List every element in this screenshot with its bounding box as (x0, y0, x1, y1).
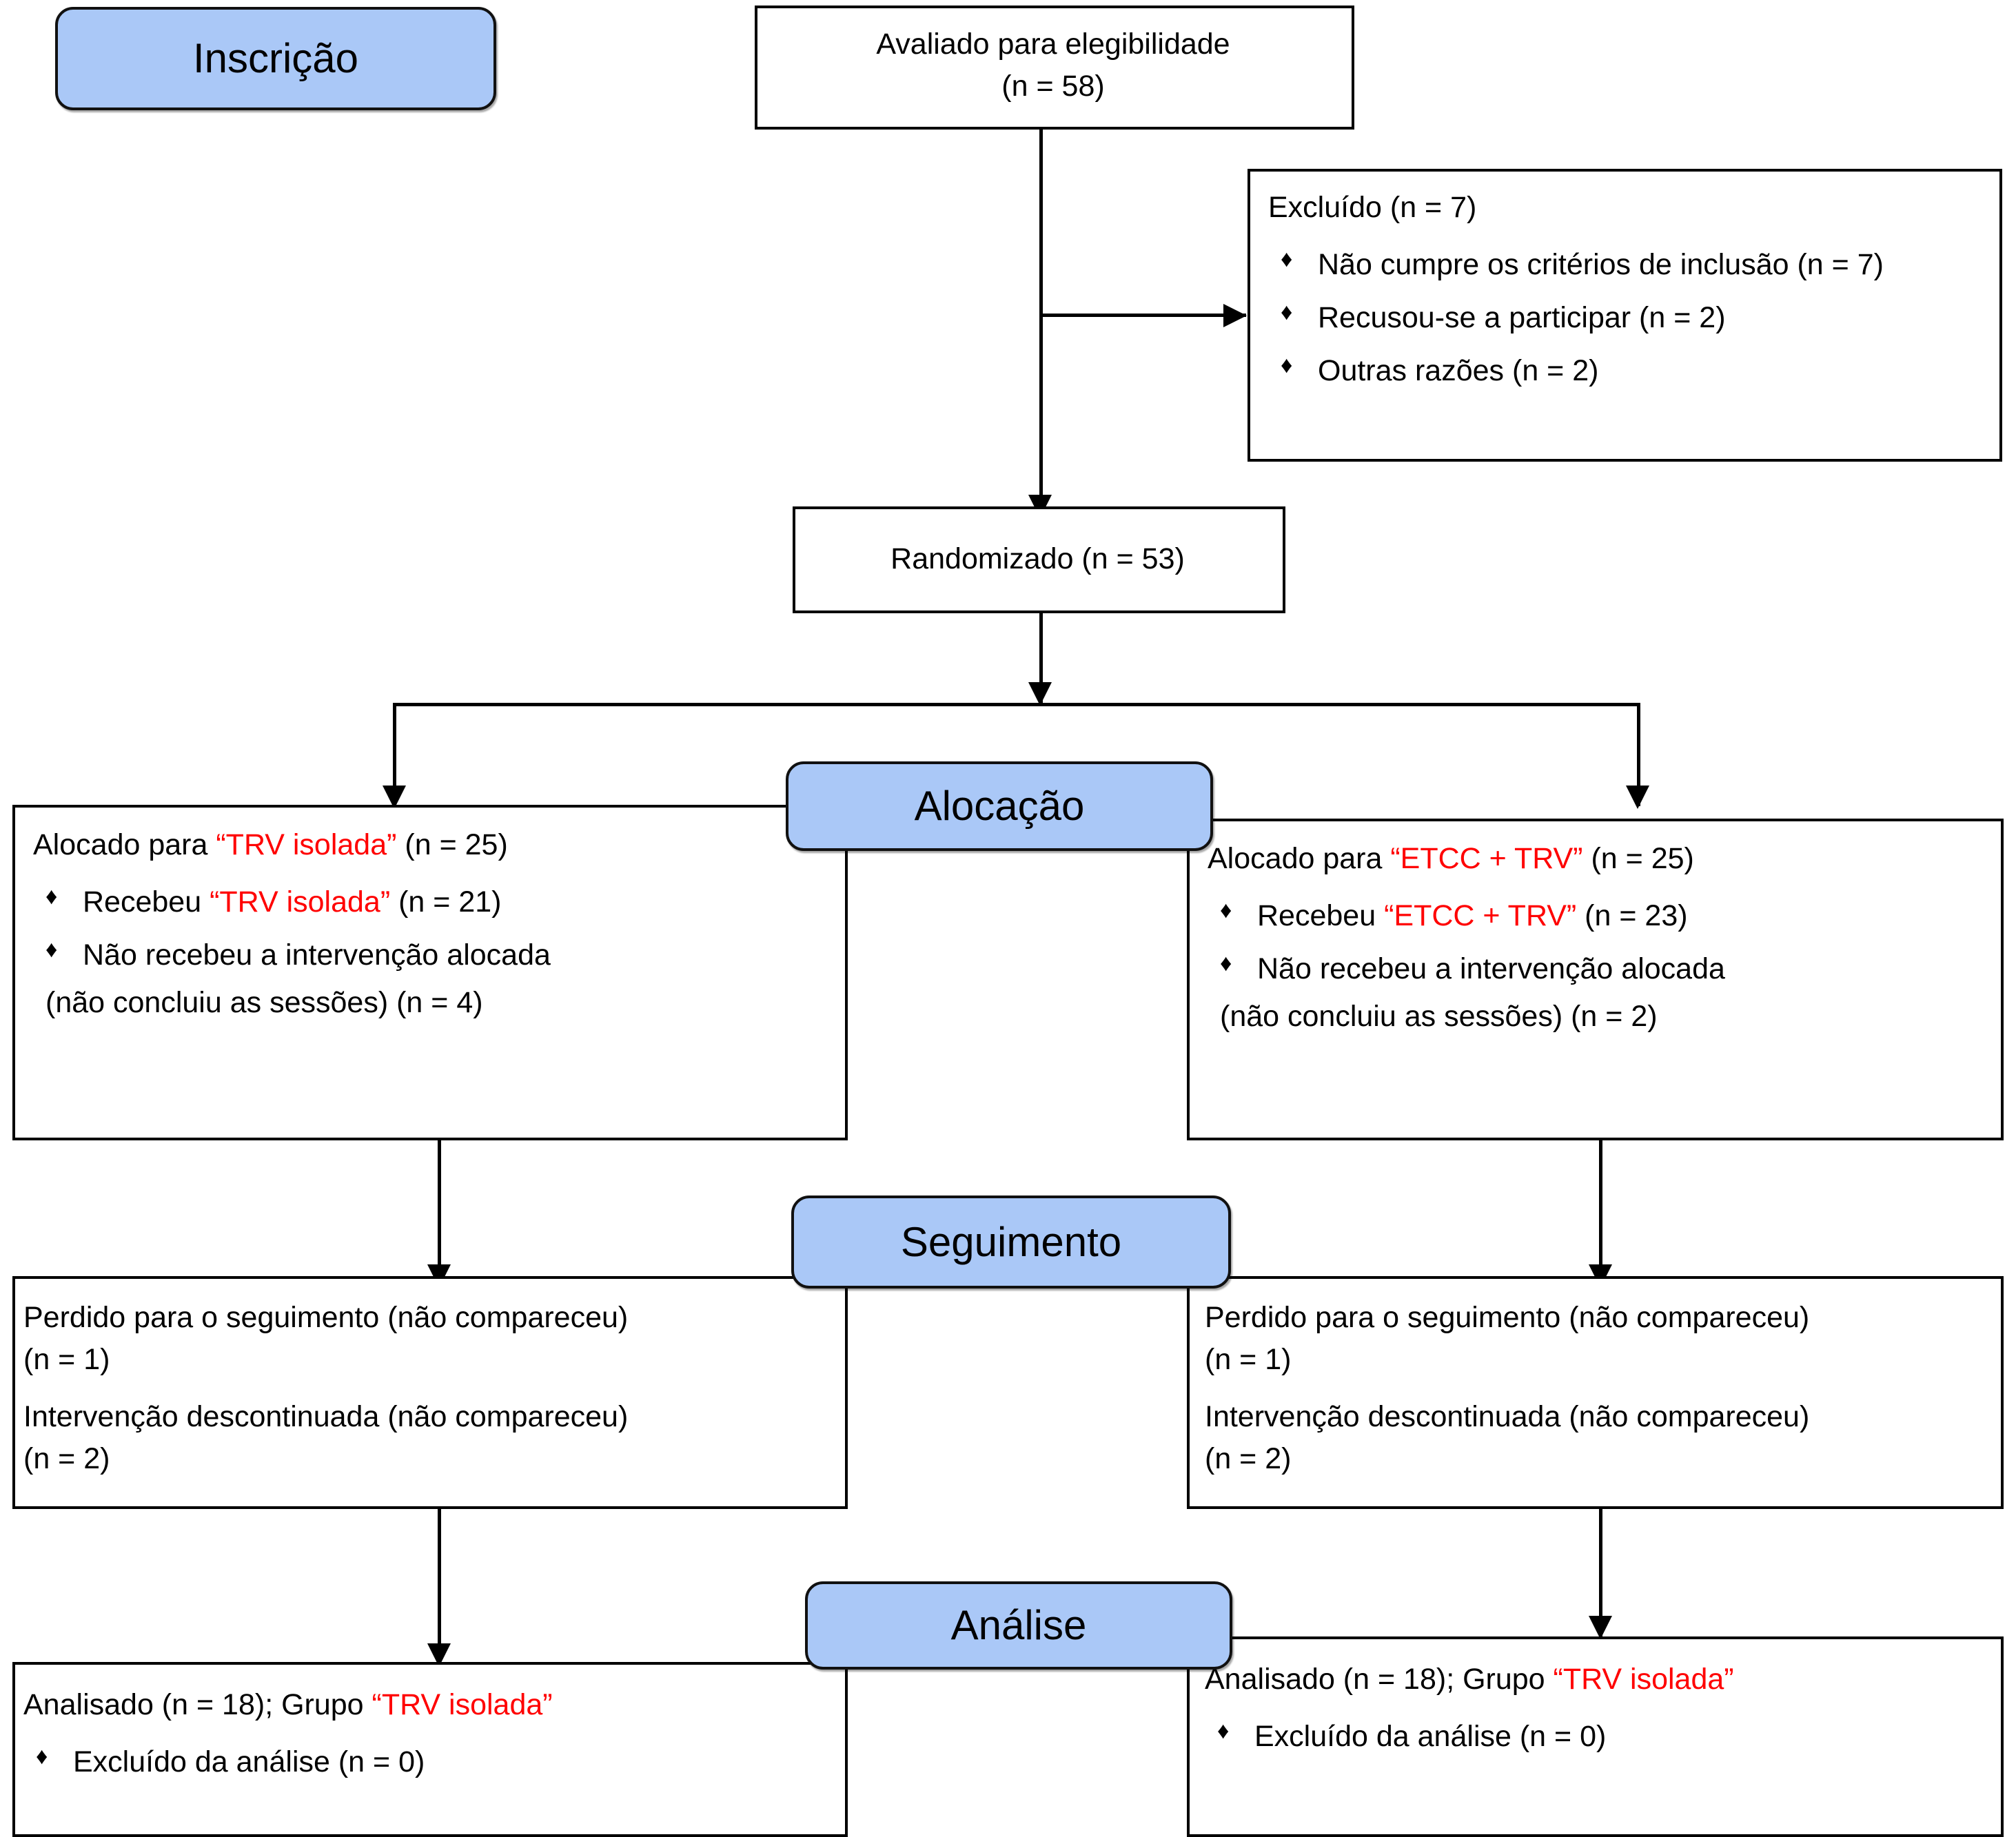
list-item: Recebeu “ETCC + TRV” (n = 23) (1208, 894, 1980, 937)
alloc-right-item1-post: (n = 23) (1576, 899, 1688, 933)
connector-randomized-down (1039, 613, 1043, 703)
alloc-left-item1-group: “TRV isolada” (210, 885, 391, 919)
excluded-heading: Excluído (n = 7) (1268, 191, 1477, 224)
box-analysis-right: Analisado (n = 18); Grupo “TRV isolada” … (1187, 1636, 2004, 1837)
stage-banner-enrollment: Inscrição (55, 7, 496, 110)
analysis-left-heading: Analisado (n = 18); Grupo “TRV isolada” (23, 1684, 833, 1726)
alloc-right-heading-post: (n = 25) (1582, 842, 1694, 875)
stage-label-enrollment: Inscrição (192, 35, 359, 81)
connector-followleft-to-analysisleft (438, 1509, 441, 1664)
analysis-right-heading-group: “TRV isolada” (1553, 1663, 1734, 1696)
alloc-left-item2-line2: (não concluiu as sessões) (n = 4) (45, 986, 483, 1020)
list-item: Recebeu “TRV isolada” (n = 21) (33, 880, 824, 923)
arrow-followright-to-analysisright (1589, 1616, 1612, 1639)
alloc-right-list: Recebeu “ETCC + TRV” (n = 23) Não recebe… (1208, 894, 1980, 990)
randomized-text: Randomizado (n = 53) (890, 542, 1185, 575)
alloc-left-heading-post: (n = 25) (396, 828, 508, 861)
list-item: Não recebeu a intervenção alocada (1208, 947, 1980, 990)
follow-left-p2-line2: (n = 2) (23, 1442, 110, 1476)
connector-split-bar (393, 703, 1640, 706)
excluded-reason-list: Não cumpre os critérios de inclusão (n =… (1268, 243, 1979, 392)
analysis-right-heading-pre: Analisado (n = 18); Grupo (1205, 1663, 1554, 1696)
alloc-left-heading-group: “TRV isolada” (216, 828, 397, 861)
list-item: Excluído da análise (n = 0) (1205, 1714, 1988, 1758)
connector-allocleft-to-followleft (438, 1140, 441, 1289)
box-allocation-left: Alocado para “TRV isolada” (n = 25) Rece… (12, 805, 848, 1140)
box-followup-right: Perdido para o seguimento (não comparece… (1187, 1276, 2004, 1509)
list-item: Recusou-se a participar (n = 2) (1268, 296, 1979, 339)
arrow-assessed-to-excluded (1223, 304, 1247, 327)
follow-right-p2-line2: (n = 2) (1205, 1442, 1292, 1476)
stage-label-allocation: Alocação (914, 783, 1085, 829)
connector-assessed-to-randomized (1039, 130, 1043, 515)
stage-banner-analysis: Análise (805, 1581, 1232, 1670)
follow-right-p2: Intervenção descontinuada (não comparece… (1205, 1396, 1988, 1480)
list-item: Excluído da análise (n = 0) (23, 1740, 833, 1783)
box-assessed-for-eligibility: Avaliado para elegibilidade (n = 58) (755, 6, 1354, 130)
alloc-right-heading: Alocado para “ETCC + TRV” (n = 25) (1208, 838, 1980, 880)
box-allocation-right: Alocado para “ETCC + TRV” (n = 25) Receb… (1187, 819, 2004, 1140)
follow-left-p1-line2: (n = 1) (23, 1343, 110, 1377)
alloc-left-item1-post: (n = 21) (390, 885, 502, 919)
alloc-right-item2-line1: Não recebeu a intervenção alocada (1257, 952, 1725, 986)
follow-left-p2-line1: Intervenção descontinuada (não comparece… (23, 1400, 629, 1434)
stage-banner-followup: Seguimento (791, 1195, 1231, 1289)
follow-left-p2: Intervenção descontinuada (não comparece… (23, 1396, 833, 1480)
alloc-right-heading-pre: Alocado para (1208, 842, 1391, 875)
connector-assessed-to-excluded (1039, 314, 1246, 317)
analysis-right-list: Excluído da análise (n = 0) (1205, 1714, 1988, 1758)
analysis-left-list: Excluído da análise (n = 0) (23, 1740, 833, 1783)
box-randomized: Randomizado (n = 53) (793, 506, 1285, 613)
list-item: Outras razões (n = 2) (1268, 349, 1979, 392)
alloc-left-list: Recebeu “TRV isolada” (n = 21) Não receb… (33, 880, 824, 976)
follow-left-p1: Perdido para o seguimento (não comparece… (23, 1297, 833, 1381)
box-excluded: Excluído (n = 7) Não cumpre os critérios… (1248, 169, 2002, 462)
connector-split-left-leg (393, 703, 396, 806)
connector-allocright-to-followright (1599, 1140, 1602, 1289)
follow-left-p1-line1: Perdido para o seguimento (não comparece… (23, 1301, 629, 1334)
follow-right-p1: Perdido para o seguimento (não comparece… (1205, 1297, 1988, 1381)
box-analysis-left: Analisado (n = 18); Grupo “TRV isolada” … (12, 1662, 848, 1837)
alloc-left-heading: Alocado para “TRV isolada” (n = 25) (33, 824, 824, 866)
analysis-right-heading: Analisado (n = 18); Grupo “TRV isolada” (1205, 1659, 1988, 1701)
box-followup-left: Perdido para o seguimento (não comparece… (12, 1276, 848, 1509)
arrow-randomized-down (1028, 682, 1052, 706)
stage-banner-allocation: Alocação (786, 761, 1213, 851)
assessed-line-1: Avaliado para elegibilidade (876, 28, 1230, 61)
stage-label-followup: Seguimento (900, 1218, 1122, 1265)
follow-right-p1-line2: (n = 1) (1205, 1343, 1292, 1377)
connector-followright-to-analysisright (1599, 1509, 1602, 1636)
analysis-left-heading-group: “TRV isolada” (371, 1688, 553, 1721)
assessed-line-2: (n = 58) (1001, 70, 1105, 103)
connector-split-right-leg (1637, 703, 1640, 806)
stage-label-analysis: Análise (950, 1602, 1087, 1648)
follow-right-p2-line1: Intervenção descontinuada (não comparece… (1205, 1400, 1810, 1434)
alloc-right-heading-group: “ETCC + TRV” (1390, 842, 1583, 875)
alloc-left-item2-line1: Não recebeu a intervenção alocada (83, 938, 551, 972)
alloc-right-item1-pre: Recebeu (1257, 899, 1385, 933)
alloc-right-item2-line2: (não concluiu as sessões) (n = 2) (1220, 1000, 1658, 1034)
alloc-left-heading-pre: Alocado para (33, 828, 216, 861)
arrow-split-right (1626, 786, 1649, 809)
alloc-right-item1-group: “ETCC + TRV” (1384, 899, 1577, 933)
list-item: Não recebeu a intervenção alocada (33, 933, 824, 976)
alloc-left-item1-pre: Recebeu (83, 885, 210, 919)
analysis-left-heading-pre: Analisado (n = 18); Grupo (23, 1688, 372, 1721)
list-item: Não cumpre os critérios de inclusão (n =… (1268, 243, 1979, 286)
follow-right-p1-line1: Perdido para o seguimento (não comparece… (1205, 1301, 1810, 1334)
